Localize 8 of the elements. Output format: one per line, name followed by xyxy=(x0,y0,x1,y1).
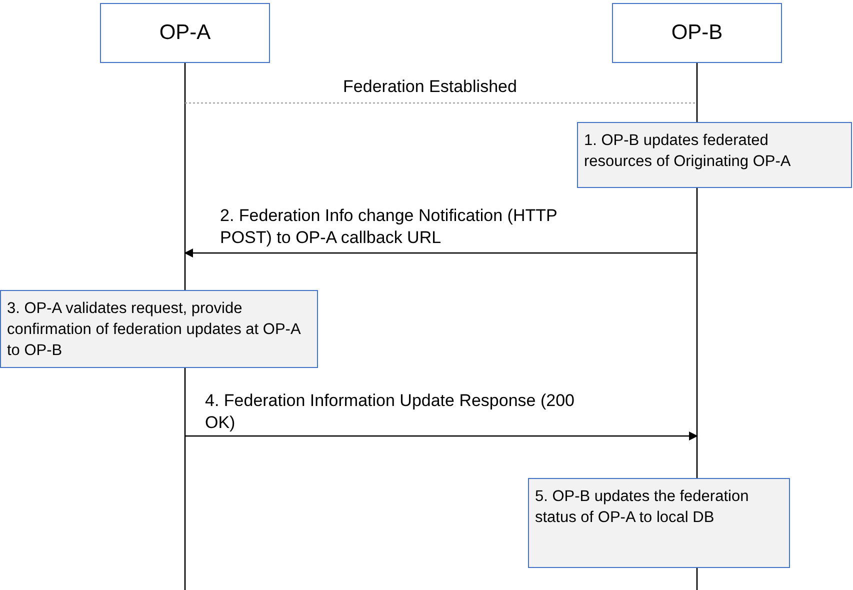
participant-box: OP-A xyxy=(100,3,270,63)
note-box: 1. OP-B updates federated resources of Originating OP-A xyxy=(577,122,852,188)
message-arrow xyxy=(184,248,697,258)
note-box: 5. OP-B updates the federation status of OP-A to local DB xyxy=(528,478,790,568)
dotted-line xyxy=(185,102,697,104)
participant-box: OP-B xyxy=(612,3,782,63)
note-box: 3. OP-A validates request, provide confirmation of federation updates at OP-A to OP-B xyxy=(0,290,318,368)
message-arrow xyxy=(185,432,698,440)
